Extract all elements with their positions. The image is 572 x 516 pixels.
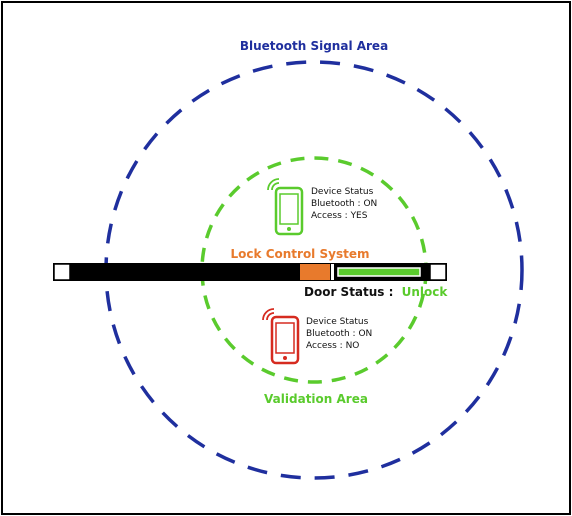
door-bar [337,267,421,277]
door-status-value: Unlock [402,285,449,299]
unauthorized-bluetooth: Bluetooth : ON [306,329,372,339]
lock-control-title: Lock Control System [231,247,370,261]
authorized-access: Access : YES [311,211,368,221]
track-right-end [429,263,447,281]
lock-block [300,264,330,280]
door-status-prefix: Door Status : [304,285,393,299]
bluetooth-area-title: Bluetooth Signal Area [240,39,388,53]
lock-gap [331,264,334,280]
unauthorized-status-title: Device Status [306,317,369,327]
authorized-device: Device Status Bluetooth : ON Access : YE… [267,178,377,236]
validation-area-title: Validation Area [264,392,368,406]
authorized-status-title: Device Status [311,187,374,197]
signal-wave-icon [267,178,280,191]
phone-icon [270,315,300,365]
door-status-label: Door Status : Unlock [304,285,448,299]
track-left-end [53,263,71,281]
unauthorized-access: Access : NO [306,341,359,351]
door-track [53,263,447,281]
signal-wave-icon [262,308,275,321]
unauthorized-device: Device Status Bluetooth : ON Access : NO [262,308,372,365]
authorized-bluetooth: Bluetooth : ON [311,199,377,209]
phone-icon [274,186,304,236]
